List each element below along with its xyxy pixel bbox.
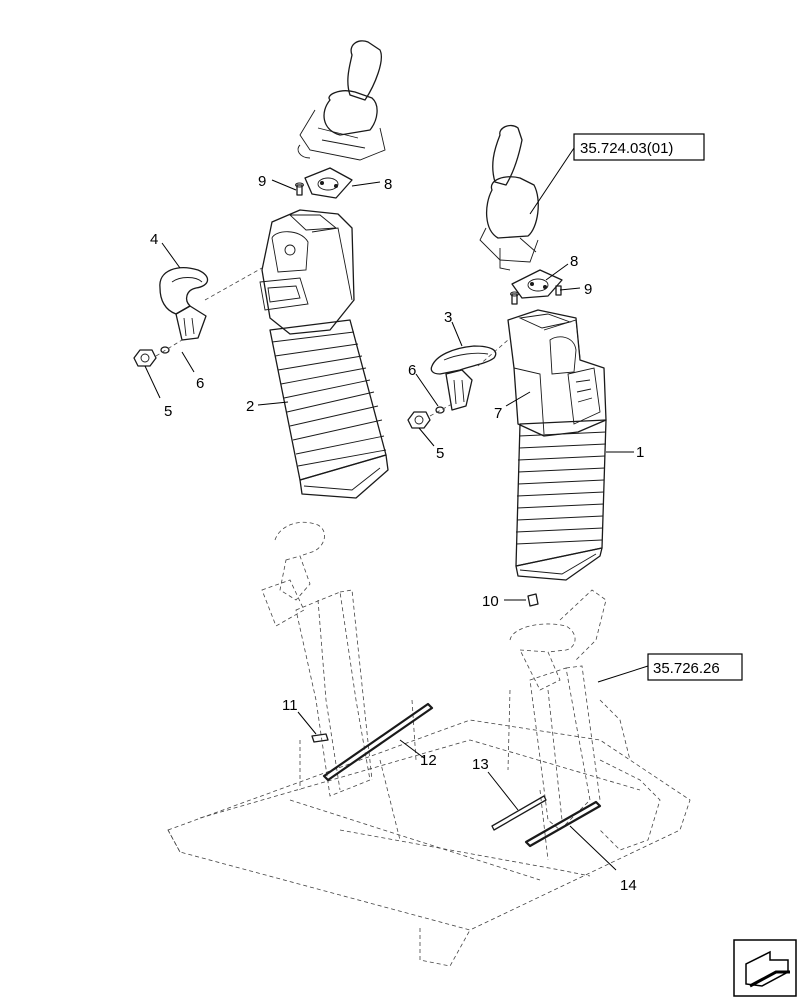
callout-5-right: 5 [436,445,444,462]
callout-5-left: 5 [164,403,172,420]
reference-upper-text: 35.724.03(01) [580,140,673,157]
reference-lower-text: 35.726.26 [653,660,720,677]
strip-12 [322,702,434,782]
callout-6-right: 6 [408,362,416,379]
callout-9-right: 9 [584,281,592,298]
callout-13: 13 [472,756,489,773]
right-washer [429,403,453,417]
left-mounting-plate [304,167,353,199]
callout-10: 10 [482,593,499,610]
left-washer [155,339,183,357]
right-console-housing [507,309,607,437]
strip-14 [524,800,602,848]
callout-4: 4 [150,231,158,248]
callout-11: 11 [282,697,298,714]
callout-9-left: 9 [258,173,266,190]
callout-7: 7 [494,405,502,422]
callout-8-left: 8 [384,176,392,193]
callout-6-left: 6 [196,375,204,392]
right-mounting-plate [511,269,563,299]
callout-labels: 9 8 4 6 5 2 3 6 5 7 1 8 9 10 11 12 13 14 [150,173,644,894]
left-bellows-boot [269,319,389,499]
left-nut [133,349,157,367]
left-screw [295,182,304,196]
reference-box-lower[interactable]: 35.726.26 [647,653,743,681]
right-joystick [479,124,539,271]
page-turn-arrow-icon[interactable] [733,939,797,997]
callout-14: 14 [620,877,637,894]
right-screw [510,285,562,305]
strip-13 [491,795,547,831]
pin [311,733,329,743]
leader-lines [144,147,649,871]
left-armrest [159,267,263,341]
seat-frame-assembly [167,521,691,967]
left-console-housing [259,209,355,335]
reference-box-upper[interactable]: 35.724.03(01) [573,133,705,161]
callout-1: 1 [636,444,644,461]
callout-3: 3 [444,309,452,326]
right-bellows-boot [515,419,607,581]
left-joystick [297,40,386,161]
clip [527,593,539,607]
callout-12: 12 [420,752,437,769]
callout-8-right: 8 [570,253,578,270]
right-armrest [430,339,509,411]
right-nut [407,411,431,429]
callout-2: 2 [246,398,254,415]
